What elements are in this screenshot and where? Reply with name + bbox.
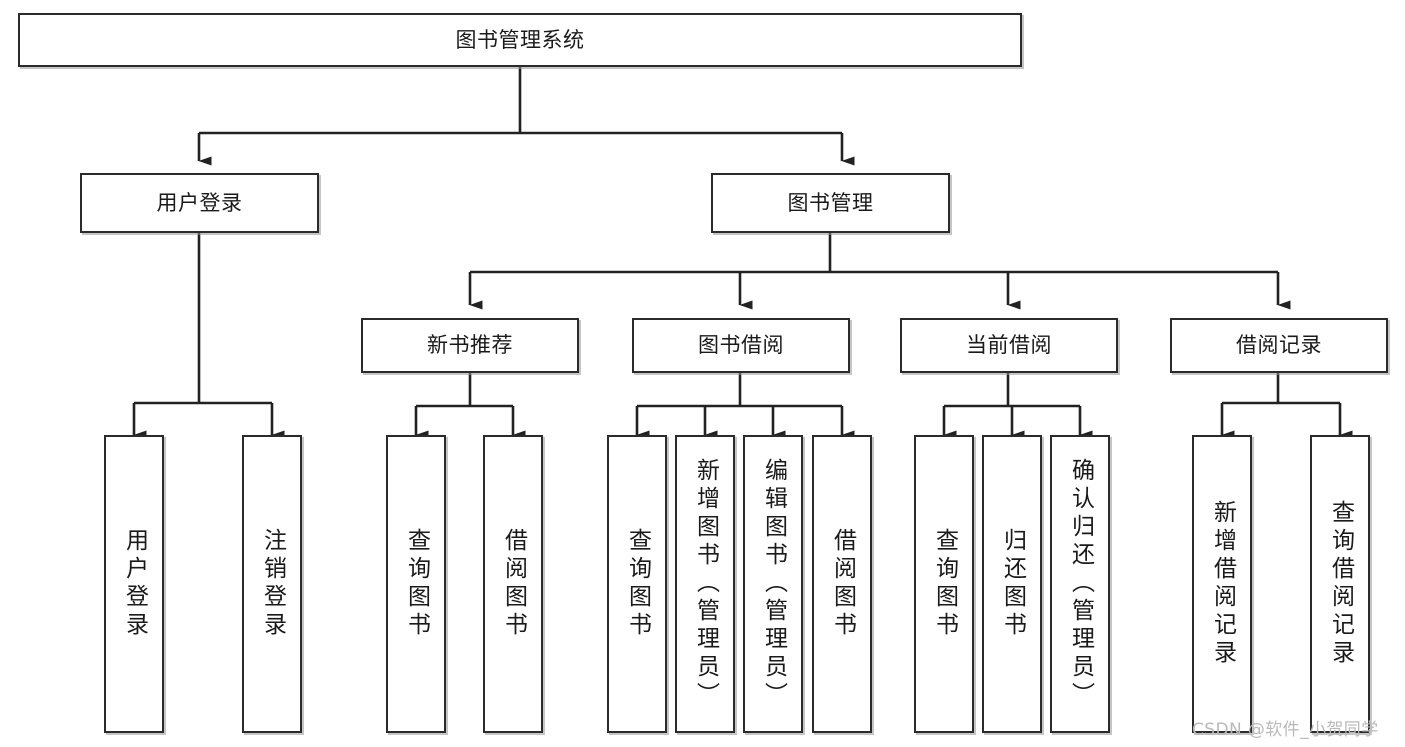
node-book-manage[interactable]: 图书管理 [711, 173, 950, 233]
node-leaf-add-book[interactable]: 新增图书（管理员） [675, 435, 735, 733]
node-user-login-label: 用户登录 [156, 190, 243, 215]
node-user-login[interactable]: 用户登录 [80, 173, 319, 233]
node-leaf-query-borrow-record[interactable]: 查询借阅记录 [1310, 435, 1370, 733]
node-borrow-record[interactable]: 借阅记录 [1170, 318, 1388, 373]
node-leaf-borrow-book-2-label: 借阅图书 [829, 528, 856, 640]
node-leaf-query-book-3[interactable]: 查询图书 [914, 435, 974, 733]
node-current-borrow[interactable]: 当前借阅 [900, 318, 1118, 373]
node-leaf-add-borrow-record-label: 新增借阅记录 [1209, 500, 1236, 668]
node-leaf-edit-book-label: 编辑图书（管理员） [760, 458, 787, 710]
node-leaf-query-book-2-label: 查询图书 [624, 528, 651, 640]
node-book-borrow[interactable]: 图书借阅 [632, 318, 850, 373]
node-leaf-confirm-return[interactable]: 确认归还（管理员） [1050, 435, 1110, 733]
node-leaf-borrow-book-1[interactable]: 借阅图书 [483, 435, 543, 733]
node-new-book-recommend-label: 新书推荐 [427, 333, 513, 358]
node-leaf-return-book-label: 归还图书 [999, 528, 1026, 640]
node-current-borrow-label: 当前借阅 [966, 333, 1052, 358]
node-borrow-record-label: 借阅记录 [1236, 333, 1322, 358]
node-leaf-confirm-return-label: 确认归还（管理员） [1067, 458, 1094, 710]
node-leaf-query-borrow-record-label: 查询借阅记录 [1327, 500, 1354, 668]
node-leaf-query-book-2[interactable]: 查询图书 [607, 435, 667, 733]
node-new-book-recommend[interactable]: 新书推荐 [361, 318, 579, 373]
node-book-manage-label: 图书管理 [787, 190, 874, 215]
node-leaf-borrow-book-1-label: 借阅图书 [500, 528, 527, 640]
node-leaf-user-login[interactable]: 用户登录 [104, 435, 164, 733]
node-root[interactable]: 图书管理系统 [18, 13, 1022, 67]
node-leaf-user-logout-label: 注销登录 [259, 528, 286, 640]
csdn-watermark: CSDN @软件_小贺同学 [1192, 720, 1379, 740]
node-leaf-edit-book[interactable]: 编辑图书（管理员） [743, 435, 803, 733]
node-book-borrow-label: 图书借阅 [698, 333, 784, 358]
node-root-label: 图书管理系统 [455, 27, 585, 52]
node-leaf-query-book-1[interactable]: 查询图书 [386, 435, 446, 733]
node-leaf-add-book-label: 新增图书（管理员） [692, 458, 719, 710]
node-leaf-borrow-book-2[interactable]: 借阅图书 [812, 435, 872, 733]
node-leaf-query-book-3-label: 查询图书 [931, 528, 958, 640]
node-leaf-query-book-1-label: 查询图书 [403, 528, 430, 640]
node-leaf-user-login-label: 用户登录 [121, 528, 148, 640]
node-leaf-add-borrow-record[interactable]: 新增借阅记录 [1192, 435, 1252, 733]
node-leaf-return-book[interactable]: 归还图书 [982, 435, 1042, 733]
node-leaf-user-logout[interactable]: 注销登录 [242, 435, 302, 733]
